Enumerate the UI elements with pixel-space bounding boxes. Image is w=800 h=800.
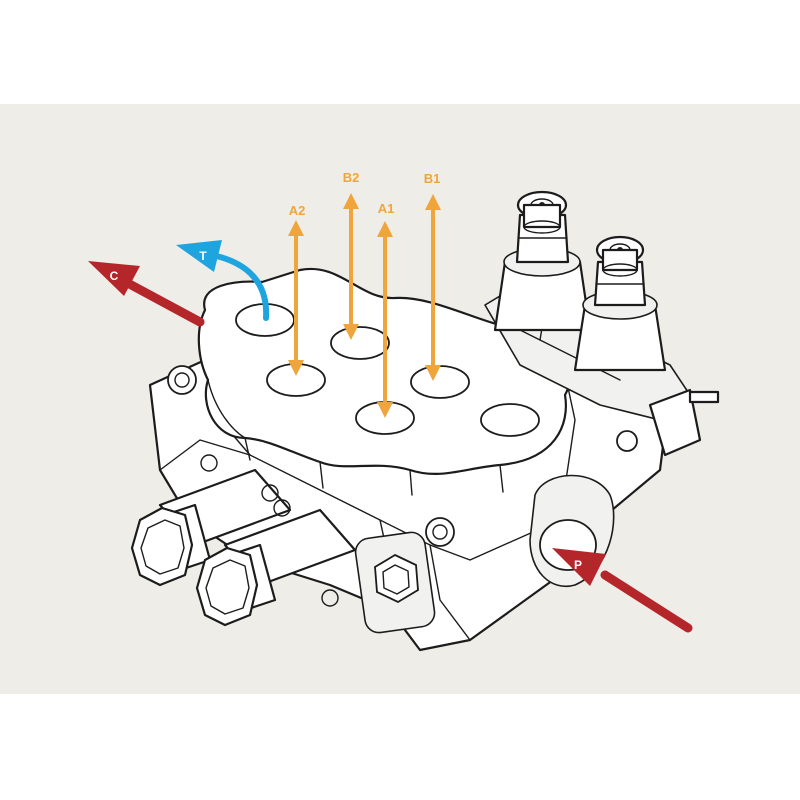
b2-arrow [343,193,359,340]
spool-cap-lower [195,499,357,627]
mounting-hole [616,430,638,452]
hex-plug [374,553,419,604]
a1-arrow [377,221,393,418]
c-arrow-label: C [110,269,119,283]
aux-port-hole [480,403,540,437]
b1-label: B1 [424,171,441,186]
a2-label: A2 [289,203,306,218]
cartridge-valve-left [493,190,592,332]
spool-end-cap [648,388,702,457]
t-arrow-label: T [199,249,207,263]
a2-arrow [288,220,304,376]
spool-shaft [688,390,720,404]
spool-cap-upper [130,454,292,587]
p-arrow: P [552,548,693,633]
mounting-hole [167,365,197,395]
t-arrow: T [176,240,270,321]
b2-port-hole [330,326,390,360]
b2-label: B2 [343,170,360,185]
b1-port-hole [410,365,470,399]
cartridge-valve-right [573,235,667,372]
mounting-hole [425,517,455,547]
p-arrow-label: P [574,558,582,572]
c-arrow: C [88,261,205,327]
valve-body [130,190,720,652]
b1-arrow [425,194,441,381]
a1-label: A1 [378,201,395,216]
